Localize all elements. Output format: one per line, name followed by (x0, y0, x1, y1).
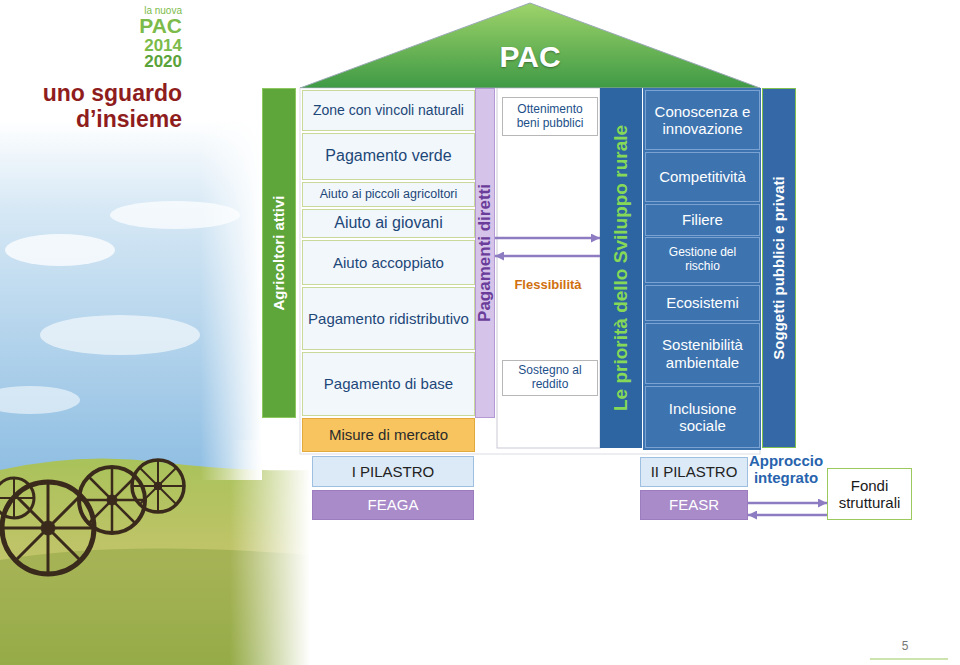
goal-box: Ottenimento beni pubblici (502, 97, 598, 136)
box-label: FEAGA (368, 496, 419, 513)
logo-text: 2020 (110, 53, 182, 72)
box-label: Aiuto ai piccoli agricoltori (320, 187, 458, 201)
cloud (5, 234, 115, 266)
fund-box: FEASR (640, 490, 748, 520)
box-label: Sostegno al reddito (507, 364, 593, 392)
sky (0, 120, 262, 480)
goal-box: Sostegno al reddito (502, 360, 598, 396)
logo-text: PAC (110, 14, 182, 37)
middle-column (497, 88, 600, 448)
wheel (132, 460, 184, 512)
market-box: Misure di mercato (302, 418, 475, 452)
box-label: FEASR (669, 496, 719, 513)
priority-box: Inclusione sociale (645, 386, 760, 448)
band-label: Soggetti pubblici e privati (771, 176, 788, 359)
wheel (0, 478, 34, 518)
page-number: 5 (895, 640, 915, 653)
box-label: Competitività (659, 168, 746, 185)
box-label: Fondi strutturali (832, 477, 907, 512)
band-label: Le priorità dello Sviluppo rurale (611, 125, 632, 411)
vertical-band: Agricoltori attivi (262, 88, 296, 418)
payment-box: Aiuto ai piccoli agricoltori (302, 182, 475, 207)
priority-box: Competitività (645, 152, 760, 202)
box-label: Zone con vincoli naturali (313, 102, 464, 118)
page-rule (870, 659, 948, 660)
spoke (140, 468, 176, 504)
box-label: Aiuto accoppiato (333, 254, 444, 271)
vertical-band: Le priorità dello Sviluppo rurale (600, 88, 642, 448)
pillar-box: I PILASTRO (312, 456, 474, 487)
box-label: Misure di mercato (329, 426, 448, 443)
box-label: Ecosistemi (666, 294, 739, 311)
priority-box: Sostenibilità ambientale (645, 323, 760, 384)
cloud (0, 386, 80, 414)
roof-label: PAC (300, 40, 760, 75)
vertical-band: Pagamenti diretti (475, 88, 495, 418)
box-label: I PILASTRO (352, 463, 435, 480)
box-label: Pagamento verde (325, 147, 451, 165)
box-label: Aiuto ai giovani (334, 214, 443, 232)
box-label: II PILASTRO (651, 463, 738, 480)
spoke (15, 495, 81, 561)
payment-box: Pagamento ridistributivo (302, 287, 475, 350)
payment-box: Pagamento di base (302, 352, 475, 416)
priority-box: Ecosistemi (645, 285, 760, 321)
fade (230, 440, 310, 665)
connector-arrow (495, 237, 600, 240)
box-label: Ottenimento beni pubblici (507, 103, 593, 131)
spoke (0, 497, 34, 499)
approach-label: Approccio integrato (746, 453, 826, 486)
priority-box: Conoscenza e innovazione (645, 90, 760, 150)
spoke (89, 477, 135, 523)
fade (200, 120, 262, 480)
fund-box: FEAGA (312, 490, 474, 520)
box-label: Pagamento di base (324, 375, 453, 392)
box-label: Conoscenza e innovazione (650, 103, 755, 138)
connector-arrow (748, 502, 827, 505)
box-label: Pagamento ridistributivo (308, 310, 469, 327)
pillar-box: II PILASTRO (640, 457, 748, 487)
payment-box: Aiuto ai giovani (302, 209, 475, 238)
rural-column (643, 88, 761, 450)
connector-arrow (748, 514, 827, 517)
box-label: Gestione del rischio (650, 246, 755, 274)
spoke (140, 468, 176, 504)
priority-box: Gestione del rischio (645, 237, 760, 283)
vertical-band: Soggetti pubblici e privati (762, 88, 796, 448)
roof-title: PAC (300, 2, 760, 88)
wheels (0, 460, 184, 574)
band-label: Pagamenti diretti (476, 184, 495, 322)
connector-arrow (495, 255, 600, 258)
priority-box: Filiere (645, 204, 760, 236)
cloud (40, 315, 200, 355)
flexibility-label: Flessibilità (500, 278, 596, 292)
roof-shape (300, 3, 760, 88)
band-label: Agricoltori attivi (271, 195, 288, 310)
box-label: Sostenibilità ambientale (650, 336, 755, 371)
funds-box: Fondi strutturali (827, 468, 912, 520)
spoke (89, 477, 135, 523)
box-label: Filiere (682, 211, 723, 228)
house-body (300, 88, 760, 454)
page-title: uno sguardo d’insieme (10, 80, 182, 133)
spoke (15, 495, 81, 561)
box-label: Inclusione sociale (650, 400, 755, 435)
payment-box: Aiuto accoppiato (302, 240, 475, 285)
payment-box: Pagamento verde (302, 133, 475, 180)
payment-box: Zone con vincoli naturali (302, 90, 475, 131)
